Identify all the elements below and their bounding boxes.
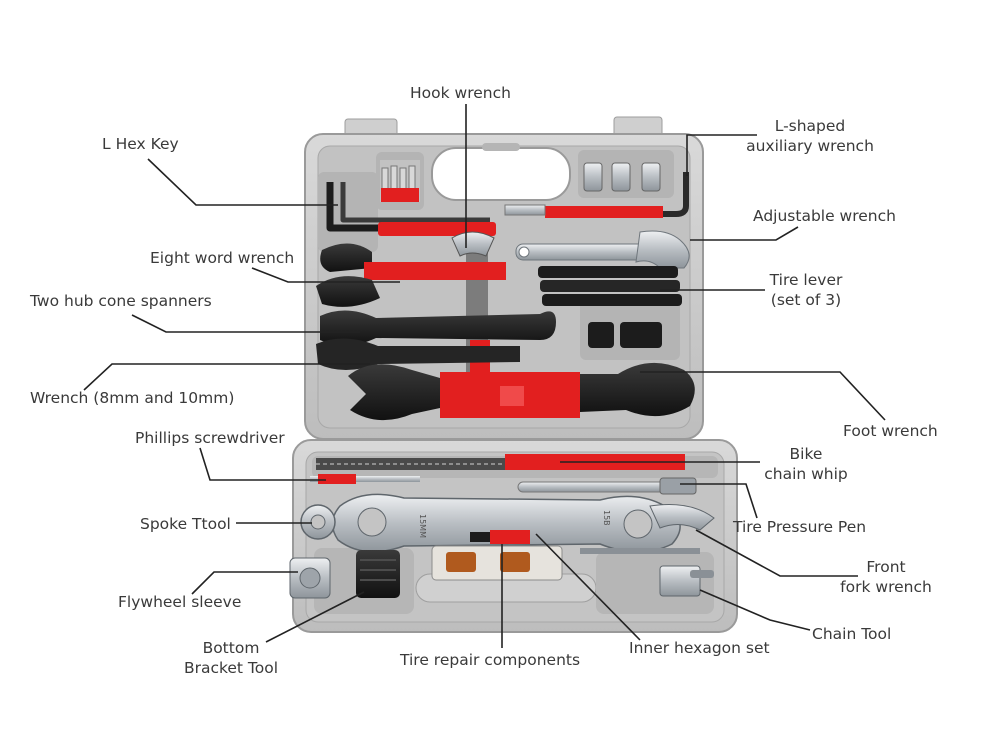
label-l-hex-key: L Hex Key	[102, 135, 179, 153]
label-bottom-bracket-line1: Bottom	[202, 639, 260, 657]
leader-hub-cone	[131, 314, 360, 333]
label-inner-hexagon-set: Inner hexagon set	[629, 639, 770, 657]
label-l-shaped-line1: L-shaped	[774, 117, 846, 135]
label-phillips-screwdriver: Phillips screwdriver	[135, 429, 285, 447]
socket-set	[583, 162, 661, 192]
label-flywheel-sleeve: Flywheel sleeve	[118, 593, 242, 611]
label-chain-whip-line2: chain whip	[764, 465, 848, 483]
wrench-8mm-10mm	[348, 364, 440, 421]
leader-adjustable	[690, 226, 799, 241]
label-tire-lever: Tire lever (set of 3)	[758, 270, 854, 310]
eight-word-wrench	[316, 243, 506, 307]
label-wrench-8-10: Wrench (8mm and 10mm)	[30, 389, 235, 407]
label-front-fork-line1: Front	[866, 558, 906, 576]
foot-wrench	[580, 362, 695, 417]
leader-front-fork	[695, 529, 858, 577]
leader-lines	[83, 104, 886, 648]
tire-levers	[538, 266, 682, 306]
bit-set	[380, 160, 420, 202]
red-case-strap	[440, 372, 580, 418]
label-front-fork-wrench: Front fork wrench	[834, 557, 938, 597]
leader-inner-hexagon	[535, 533, 641, 641]
label-chain-tool: Chain Tool	[812, 625, 892, 643]
label-eight-word-wrench: Eight word wrench	[150, 249, 295, 267]
tire-repair-kit	[431, 545, 563, 581]
leader-tire-pressure	[680, 483, 758, 519]
bottom-bracket-tool	[356, 550, 400, 598]
leader-l-shaped	[686, 134, 757, 176]
leader-l-hex-key	[147, 158, 338, 206]
leader-eight-word	[251, 267, 400, 283]
bottom-sockets	[588, 322, 662, 348]
adjustable-wrench	[515, 230, 690, 269]
leader-bottom-bracket	[265, 591, 365, 643]
leader-chain-tool	[699, 589, 811, 631]
label-bottom-bracket-tool: Bottom Bracket Tool	[172, 638, 290, 678]
label-tire-lever-line1: Tire lever	[769, 271, 843, 289]
label-l-shaped-wrench: L-shaped auxiliary wrench	[730, 116, 890, 156]
chain-tool	[659, 565, 714, 597]
label-foot-wrench: Foot wrench	[843, 422, 938, 440]
leader-phillips	[199, 447, 326, 481]
spanner-size-b: 15B	[602, 510, 611, 526]
spoke-tool	[300, 504, 336, 540]
case-handle-slot	[431, 147, 571, 201]
phillips-screwdriver	[310, 474, 420, 484]
label-tire-lever-line2: (set of 3)	[770, 291, 842, 309]
double-ended-spanner: 15MM 15B	[331, 493, 681, 553]
label-front-fork-line2: fork wrench	[840, 578, 932, 596]
label-chain-whip: Bike chain whip	[756, 444, 856, 484]
label-tire-repair-components: Tire repair components	[400, 651, 581, 669]
front-fork-wrench	[580, 504, 715, 554]
hub-cone-spanners	[316, 310, 556, 370]
label-spoke-tool: Spoke Ttool	[140, 515, 231, 533]
spanner-size-a: 15MM	[418, 514, 427, 538]
tire-pressure-pen	[517, 477, 697, 495]
inner-hexagon-set	[470, 530, 530, 544]
label-hook-wrench: Hook wrench	[410, 84, 511, 102]
leader-wrench-8-10	[83, 363, 370, 391]
label-adjustable-wrench: Adjustable wrench	[753, 207, 896, 225]
label-l-shaped-line2: auxiliary wrench	[746, 137, 874, 155]
label-tire-pressure-pen: Tire Pressure Pen	[733, 518, 867, 536]
flywheel-sleeve	[289, 557, 331, 599]
l-shaped-auxiliary-wrench	[504, 172, 689, 218]
label-chain-whip-line1: Bike	[789, 445, 823, 463]
leader-flywheel	[191, 571, 298, 595]
label-bottom-bracket-line2: Bracket Tool	[183, 659, 279, 677]
label-hub-cone-spanners: Two hub cone spanners	[30, 292, 212, 310]
leader-foot-wrench	[640, 371, 886, 421]
